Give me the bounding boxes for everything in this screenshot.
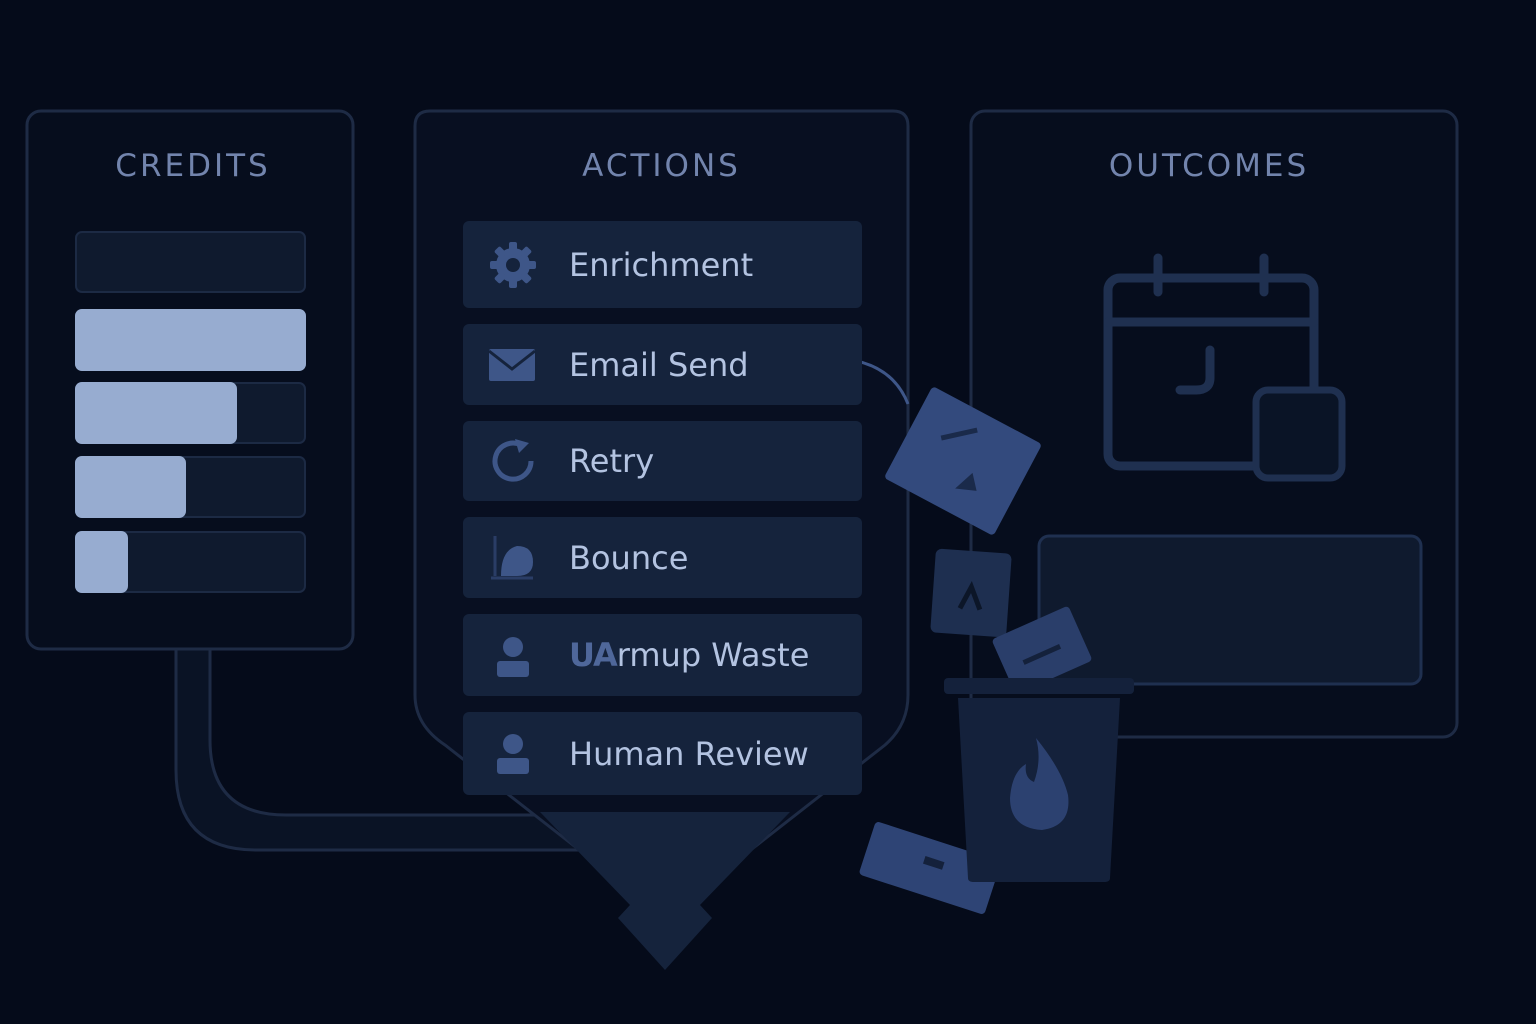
flame-icon <box>1010 738 1069 830</box>
funnel-arrow-icon <box>540 812 790 970</box>
retry-icon <box>487 435 539 487</box>
outcomes-title: OUTCOMES <box>1108 148 1310 184</box>
credits-title: CREDITS <box>115 148 271 184</box>
credit-bar-fill-5 <box>75 531 128 593</box>
flying-card-2 <box>930 548 1012 638</box>
action-row-warmup-waste[interactable]: UArmup Waste <box>463 614 862 696</box>
action-label-enrichment: Enrichment <box>569 245 754 284</box>
action-label-warmup-prefix: UA <box>569 636 618 674</box>
trash-bin-lid <box>944 678 1134 694</box>
credit-bar-fill-3 <box>75 382 237 444</box>
action-label-email-send: Email Send <box>569 345 749 384</box>
calendar-badge-icon <box>1252 386 1346 482</box>
user-icon <box>487 728 539 780</box>
user-icon <box>487 629 539 681</box>
gear-icon <box>487 239 539 291</box>
actions-title: ACTIONS <box>582 148 741 184</box>
flying-card-1 <box>885 387 1041 535</box>
action-label-bounce: Bounce <box>569 538 689 577</box>
action-row-email-send[interactable]: Email Send <box>463 324 862 405</box>
action-label-warmup-waste: UArmup Waste <box>569 636 810 674</box>
credit-bar-fill-2 <box>75 309 306 371</box>
action-row-retry[interactable]: Retry <box>463 421 862 501</box>
envelope-icon <box>487 339 539 391</box>
credit-bar-fill-4 <box>75 456 186 518</box>
credit-bar-track-1 <box>75 231 306 293</box>
calendar-icon <box>1103 253 1319 471</box>
action-row-enrichment[interactable]: Enrichment <box>463 221 862 308</box>
flying-card-4 <box>859 822 1001 914</box>
bounce-icon <box>487 532 539 584</box>
action-label-retry: Retry <box>569 442 655 480</box>
action-row-bounce[interactable]: Bounce <box>463 517 862 598</box>
action-row-human-review[interactable]: Human Review <box>463 712 862 795</box>
outcome-result-box <box>1037 534 1423 686</box>
action-label-human-review: Human Review <box>569 734 809 773</box>
flying-card-3 <box>992 606 1092 694</box>
